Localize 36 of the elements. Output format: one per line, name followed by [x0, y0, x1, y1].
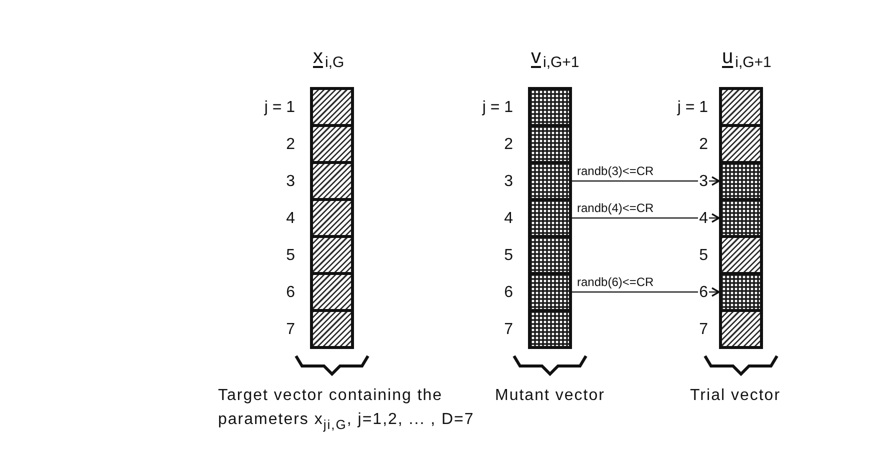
arrow [572, 176, 720, 186]
hatched-cell [313, 275, 351, 309]
vector-symbol: x$_{i,G}$ [313, 46, 344, 71]
vector-caption: Mutant vector [495, 386, 606, 406]
hatched-cell [313, 238, 351, 272]
hatched-cell [313, 127, 351, 161]
hatched-cell [722, 312, 760, 346]
hatched-cell [313, 90, 351, 124]
arrow [572, 213, 720, 223]
vector-symbol: v$_{i,G+1}$ [531, 46, 580, 71]
hatched-cell [313, 164, 351, 198]
edge-label: randb(3)<=CR [577, 164, 654, 178]
dotted-cell [531, 164, 569, 198]
dotted-cell [531, 90, 569, 124]
dotted-cell [531, 238, 569, 272]
dotted-cell [531, 312, 569, 346]
dotted-cell [722, 275, 760, 309]
hatched-cell [313, 312, 351, 346]
dotted-cell [531, 201, 569, 235]
edge-label: randb(4)<=CR [577, 201, 654, 215]
hatched-cell [722, 90, 760, 124]
edge-label: randb(6)<=CR [577, 275, 654, 289]
hatched-cell [722, 127, 760, 161]
index-label: j = 1 [263, 99, 296, 117]
index-label: j = 1 [676, 99, 709, 117]
dotted-cell [722, 201, 760, 235]
dotted-cell [531, 127, 569, 161]
hatched-cell [722, 238, 760, 272]
hatched-cell [313, 201, 351, 235]
vector-caption: Trial vector [690, 386, 782, 406]
vector-caption: Target vector containing the parameters x$_{ji,G}$, j=1,2, ... , D=7 [218, 386, 476, 434]
dotted-cell [722, 164, 760, 198]
dotted-cell [531, 275, 569, 309]
vector-symbol: u$_{i,G+1}$ [722, 46, 772, 71]
arrow [572, 287, 720, 297]
index-label: j = 1 [481, 99, 514, 117]
